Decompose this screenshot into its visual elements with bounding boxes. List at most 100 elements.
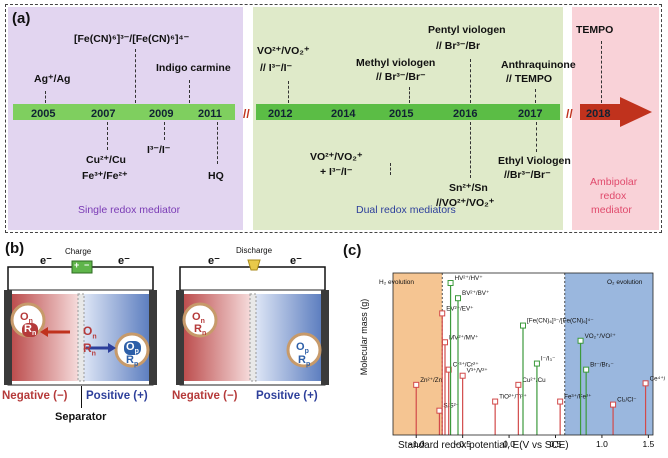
point-label-10: [Fe(CN)₆]³⁻/[Fe(CN)₆]⁴⁻	[527, 318, 594, 325]
negative-label-discharge: Negative (−)	[172, 390, 238, 402]
tick-2007-top	[135, 49, 136, 103]
red-pos-charge: Rp	[126, 354, 139, 369]
data-point-7	[459, 372, 466, 379]
electron-label-3: e⁻	[208, 255, 220, 267]
redox-potential-chart: Zn²⁺/ZnS/S²⁻Cr³⁺/Cr²⁺MV²⁺/MV⁺EV²⁺/EV⁺HV²…	[392, 272, 665, 449]
label-2017-a: Anthraquinone	[501, 59, 576, 71]
charge-label: Charge	[65, 247, 92, 256]
x-tick-label-3: 0.5	[550, 439, 562, 449]
point-label-11: I⁻/I₃⁻	[541, 356, 555, 363]
data-point-6	[455, 295, 461, 302]
tick-2017	[535, 89, 536, 103]
panel-c-letter: (c)	[343, 242, 362, 259]
data-point-3	[442, 339, 448, 346]
tick-2017-bot	[536, 122, 537, 152]
point-label-6: BV²⁺/BV⁺	[462, 290, 489, 297]
point-label-8: TiO²⁺/Ti³⁺	[499, 394, 527, 401]
region-1	[564, 273, 653, 435]
point-label-16: Ce⁴⁺/Ce³⁺	[650, 375, 665, 382]
tick-2016-bot	[470, 122, 471, 178]
tick-2014-bot	[390, 163, 391, 175]
electron-label-4: e⁻	[290, 255, 302, 267]
ox-neg-mid: On	[83, 324, 97, 341]
label-2014-bot-b: + I³⁻/I⁻	[320, 166, 353, 178]
tick-2009-bot	[164, 122, 165, 140]
year-2015: 2015	[389, 108, 414, 120]
label-2017-bot-a: Ethyl Viologen	[498, 155, 571, 167]
panel-b-letter: (b)	[5, 240, 25, 257]
electron-label-2: e⁻	[118, 255, 130, 267]
tick-2007-bot	[107, 122, 108, 150]
label-2015-b: // Br³⁻/Br⁻	[376, 71, 426, 83]
chart-xlabel: Standard redox potential, E(V vs SCE)	[398, 440, 569, 451]
timeline-arrow	[13, 97, 652, 127]
label-2012-b: // I³⁻/I⁻	[260, 62, 293, 74]
point-label-7: V³⁺/V²⁺	[467, 368, 488, 375]
year-2011: 2011	[198, 108, 222, 120]
label-2016-bot-b: //VO²⁺/VO₂⁺	[436, 197, 495, 209]
charge-cell	[4, 260, 157, 386]
point-label-15: Cl₂/Cl⁻	[617, 397, 636, 404]
panel-a: (a) // // 2005 2007 2009 2011 2012 2014 …	[5, 4, 662, 233]
discharge-cell	[176, 259, 329, 386]
x-tick-label-0: −1.0	[408, 439, 425, 449]
discharge-label: Discharge	[236, 246, 273, 255]
battery-diagram	[4, 259, 329, 386]
year-2016: 2016	[453, 108, 478, 120]
ox-neg-discharge: On	[192, 311, 205, 326]
point-label-12: Fe³⁺/Fe²⁺	[564, 394, 591, 401]
label-2016-b: // Br³⁻/Br	[436, 40, 481, 52]
era-ambipolar-label-3: mediator	[591, 204, 632, 216]
h2-evolution-label: H₂ evolution	[379, 279, 415, 286]
ox-neg-charge: On	[20, 311, 33, 326]
plus-terminal: +	[74, 260, 80, 270]
positive-label-discharge: Positive (+)	[256, 390, 318, 402]
o2-evolution-label: O₂ evolution	[607, 279, 643, 286]
x-tick-label-4: 1.0	[596, 439, 608, 449]
year-2012: 2012	[268, 108, 293, 120]
data-point-8	[492, 398, 499, 405]
label-2014-bot-a: VO²⁺/VO₂⁺	[310, 151, 363, 163]
tick-2016-top	[470, 59, 471, 103]
label-2016-a: Pentyl viologen	[428, 24, 506, 36]
ox-pos-discharge: Op	[296, 341, 309, 356]
separator-label: Separator	[55, 411, 107, 423]
ox-pos-charge: Op	[124, 341, 141, 356]
red-neg-charge: Rn	[22, 323, 39, 338]
year-2007: 2007	[91, 108, 116, 120]
data-point-11	[533, 360, 540, 367]
label-2009-bot: I³⁻/I⁻	[147, 144, 171, 156]
x-tick-label-5: 1.5	[642, 439, 654, 449]
separator-pointer	[81, 386, 82, 408]
point-label-0: Zn²⁺/Zn	[420, 377, 442, 384]
data-point-2	[445, 366, 452, 373]
tick-2005	[45, 91, 46, 103]
break-mark-2: //	[566, 107, 573, 121]
red-pos-discharge: Rp	[298, 354, 311, 369]
label-2007-bot-a: Cu²⁺/Cu	[86, 154, 126, 166]
break-mark-1: //	[243, 107, 250, 121]
negative-label-charge: Negative (−)	[2, 390, 68, 402]
point-label-9: Cu²⁺/Cu	[522, 377, 546, 384]
label-2009-top: Indigo carmine	[156, 62, 231, 74]
era-ambipolar-label-2: redox	[600, 190, 627, 202]
year-2014: 2014	[331, 108, 356, 120]
data-point-1	[436, 407, 443, 414]
data-point-15	[610, 401, 617, 408]
tick-2012	[288, 81, 289, 103]
label-2012-a: VO²⁺/VO₂⁺	[257, 45, 310, 57]
chart-ylabel: Molecular mass (g)	[359, 298, 369, 376]
era-dual-label: Dual redox mediators	[356, 204, 456, 216]
minus-terminal: −	[84, 260, 90, 270]
label-2015-a: Methyl viologen	[356, 57, 436, 69]
point-label-14: Br⁻/Br₃⁻	[590, 362, 614, 369]
electron-label-1: e⁻	[40, 255, 52, 267]
year-2017: 2017	[518, 108, 543, 120]
label-2007-top: [Fe(CN)⁶]³⁻/[Fe(CN)⁶]⁴⁻	[74, 33, 190, 45]
year-2009: 2009	[149, 108, 174, 120]
data-point-12	[557, 398, 564, 405]
plot-frame	[392, 272, 654, 436]
label-2018: TEMPO	[576, 24, 614, 36]
tick-2015	[409, 87, 410, 103]
label-2011-bot: HQ	[208, 170, 224, 182]
